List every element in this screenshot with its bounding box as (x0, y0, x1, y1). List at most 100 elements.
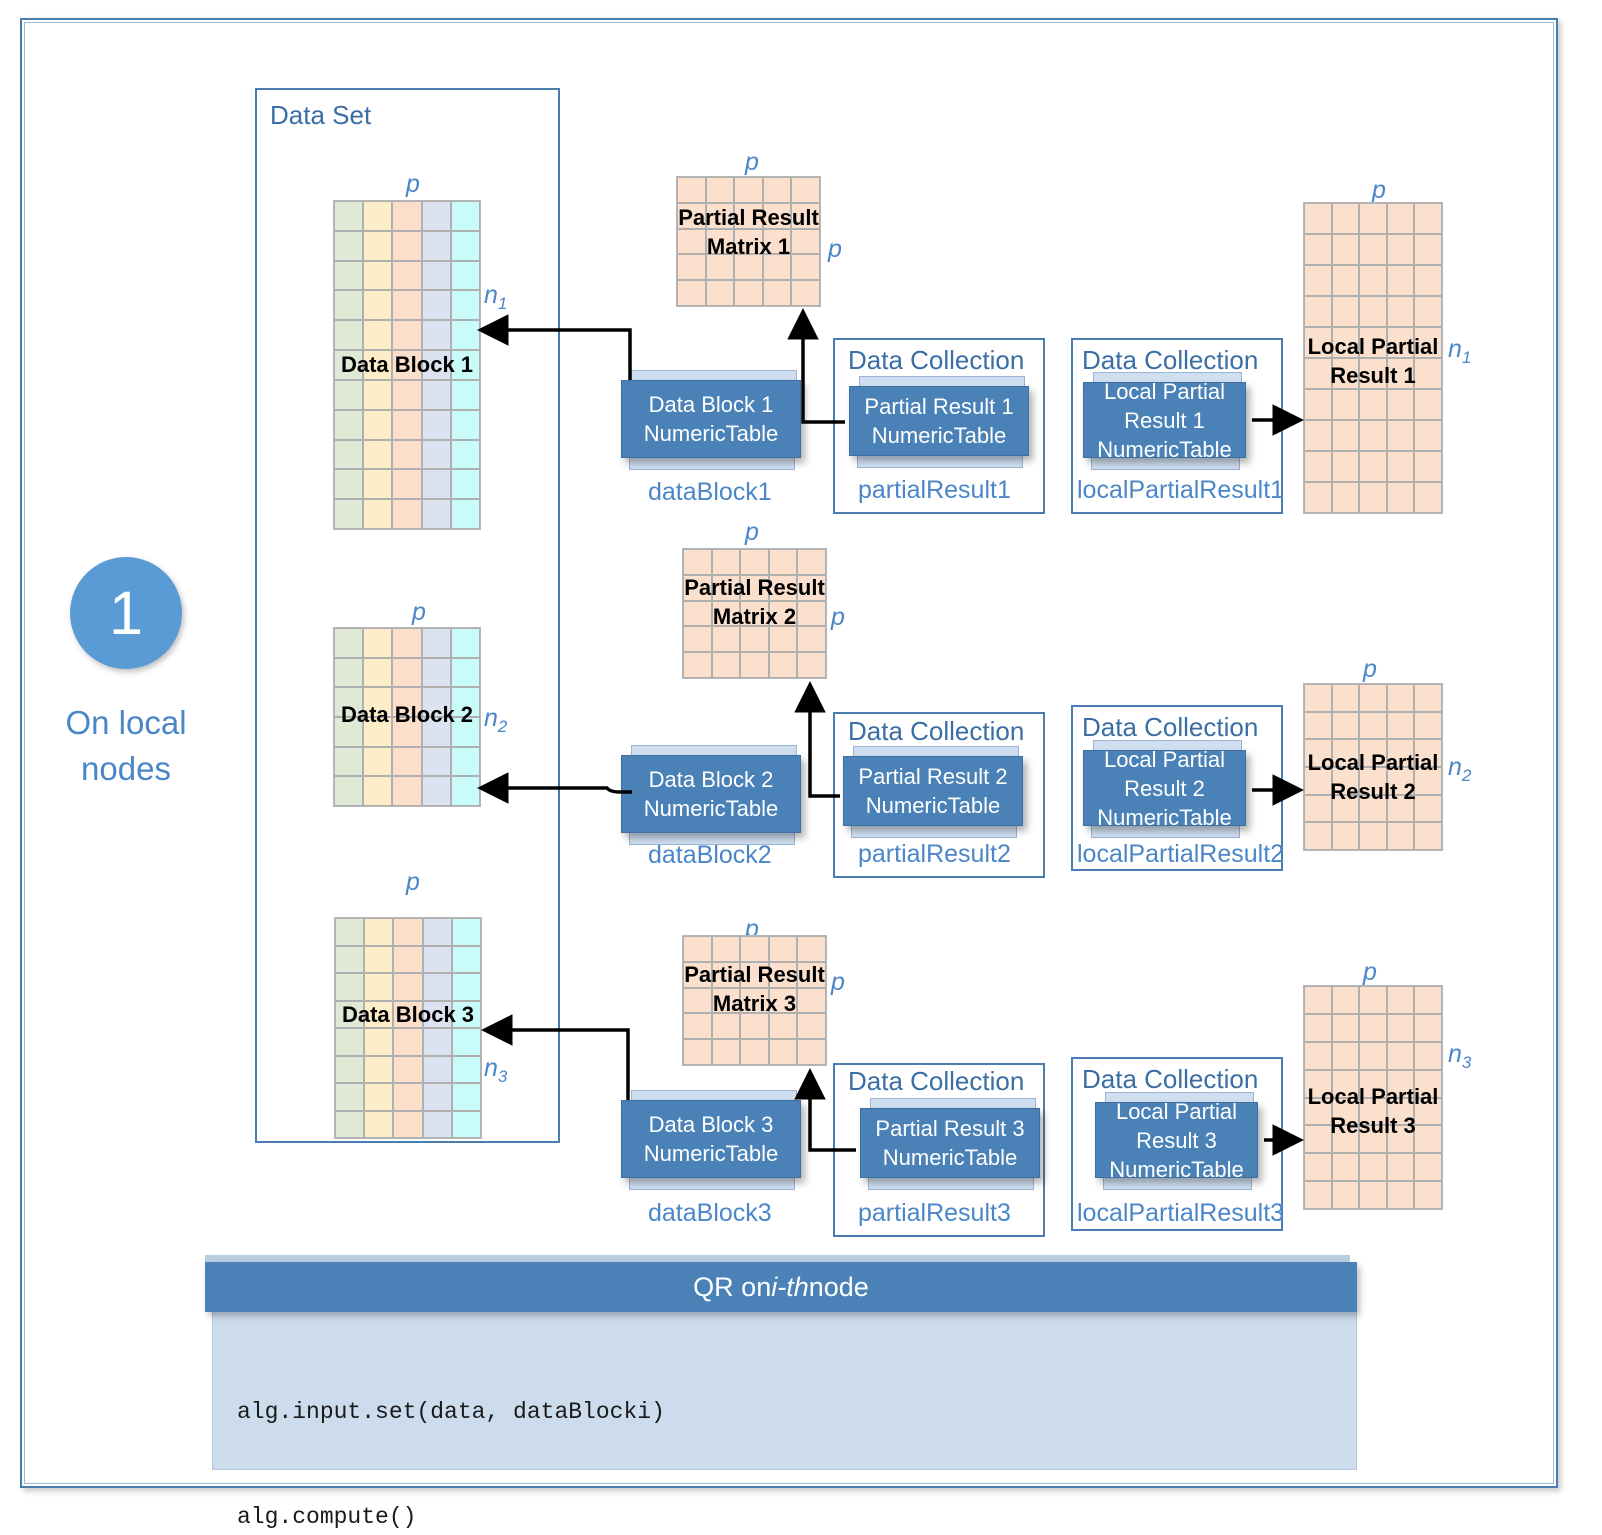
code-line: alg.input.set(data, dataBlocki) (237, 1399, 665, 1425)
matrix-cell (451, 1028, 481, 1056)
code-header-emphasis: i-th (771, 1271, 809, 1302)
matrix-cell (1304, 482, 1332, 513)
matrix-cell (334, 628, 364, 658)
matrix-cell (1331, 1097, 1360, 1126)
matrix-cell (393, 1000, 423, 1028)
matrix-cell (797, 600, 826, 627)
matrix-cell (392, 628, 422, 658)
matrix-cell (363, 409, 393, 440)
matrix-cell (363, 469, 393, 500)
numeric-table-partialresult3[interactable]: Partial Result 3 NumericTable (860, 1098, 1040, 1190)
var-label-datablock1: dataBlock1 (648, 478, 772, 506)
matrix-cell (705, 228, 735, 255)
matrix-cell (364, 1028, 394, 1056)
matrix-cell (677, 280, 706, 306)
matrix-cell (1386, 822, 1415, 850)
matrix-cell (392, 499, 422, 529)
matrix-cell (1331, 822, 1360, 850)
matrix-cell (740, 574, 769, 601)
matrix-cell (683, 574, 712, 601)
matrix-cell (393, 918, 423, 946)
matrix-cell (1359, 1069, 1387, 1098)
numeric-table-partialresult2[interactable]: Partial Result 2 NumericTable (843, 746, 1023, 838)
matrix-cell (1414, 822, 1442, 850)
matrix-cell (1414, 296, 1442, 327)
matrix-cell (1304, 739, 1332, 767)
matrix-cell (1331, 389, 1360, 420)
dim-p-localresult3: p (1363, 958, 1377, 986)
dim-p-side-matrix2: p (831, 603, 845, 631)
numeric-table-label: Partial Result 2 NumericTable (843, 756, 1023, 826)
matrix-cell (451, 1055, 481, 1083)
matrix-cell (392, 320, 422, 351)
var-label-localpartialresult3: localPartialResult3 (1077, 1199, 1285, 1227)
numeric-table-label: Data Block 1 NumericTable (621, 380, 801, 458)
matrix-cell (791, 280, 820, 306)
numeric-table-datablock2[interactable]: Data Block 2 NumericTable (621, 745, 801, 845)
numeric-table-datablock1[interactable]: Data Block 1 NumericTable (621, 370, 801, 470)
matrix-cell (334, 290, 364, 321)
code-panel-body: alg.input.set(data, dataBlocki) alg.comp… (237, 1325, 1347, 1535)
matrix-cell (762, 177, 792, 203)
matrix-cell (1359, 794, 1387, 823)
matrix-cell (392, 260, 422, 291)
matrix-cell (1331, 451, 1360, 482)
matrix-cell (334, 409, 364, 440)
matrix-cell (1359, 739, 1387, 767)
matrix-cell (1359, 1153, 1387, 1182)
matrix-cell (734, 254, 763, 281)
matrix-cell (363, 687, 393, 717)
matrix-cell (421, 469, 451, 500)
data-collection-partialresult2-title: Data Collection (848, 716, 1025, 746)
matrix-cell (1414, 1181, 1442, 1209)
matrix-cell (451, 1083, 481, 1111)
matrix-cell (705, 177, 735, 203)
matrix-cell (683, 987, 712, 1014)
matrix-cell (421, 439, 451, 470)
partial-result-matrix-1 (676, 176, 821, 307)
matrix-cell (705, 280, 735, 306)
matrix-cell (450, 379, 480, 410)
matrix-cell (1304, 1097, 1332, 1126)
matrix-cell (1304, 234, 1332, 265)
numeric-table-label: Data Block 3 NumericTable (621, 1100, 801, 1178)
matrix-cell (363, 260, 393, 291)
numeric-table-localpartialresult2[interactable]: Local Partial Result 2 NumericTable (1083, 740, 1246, 838)
matrix-cell (1414, 234, 1442, 265)
matrix-cell (797, 961, 826, 988)
matrix-cell (363, 290, 393, 321)
matrix-cell (421, 746, 451, 777)
matrix-cell (740, 961, 769, 988)
matrix-cell (1414, 1097, 1442, 1126)
matrix-cell (450, 657, 480, 688)
matrix-cell (1386, 739, 1415, 767)
matrix-cell (421, 201, 451, 231)
matrix-cell (422, 1028, 452, 1056)
dim-p-top-matrix2: p (745, 518, 759, 546)
matrix-cell (797, 936, 826, 962)
numeric-table-localpartialresult1[interactable]: Local Partial Result 1 NumericTable (1083, 372, 1246, 470)
matrix-cell (1414, 420, 1442, 451)
matrix-cell (683, 549, 712, 575)
matrix-cell (334, 320, 364, 351)
matrix-cell (791, 177, 820, 203)
matrix-cell (392, 230, 422, 261)
dim-p-side-matrix1: p (828, 235, 842, 263)
partial-result-matrix-3 (682, 935, 827, 1066)
matrix-cell (334, 201, 364, 231)
dim-n3-localresult3: n3 (1448, 1040, 1472, 1072)
matrix-cell (422, 945, 452, 973)
numeric-table-datablock3[interactable]: Data Block 3 NumericTable (621, 1090, 801, 1190)
matrix-cell (1359, 1097, 1387, 1126)
matrix-cell (363, 657, 393, 688)
matrix-cell (1331, 234, 1360, 265)
matrix-cell (422, 1110, 452, 1138)
matrix-cell (740, 600, 769, 627)
matrix-cell (1359, 327, 1387, 358)
matrix-cell (1414, 1125, 1442, 1154)
matrix-cell (335, 973, 365, 1001)
numeric-table-partialresult1[interactable]: Partial Result 1 NumericTable (849, 376, 1029, 468)
matrix-cell (683, 626, 712, 653)
matrix-cell (451, 945, 481, 973)
numeric-table-localpartialresult3[interactable]: Local Partial Result 3 NumericTable (1095, 1092, 1258, 1190)
